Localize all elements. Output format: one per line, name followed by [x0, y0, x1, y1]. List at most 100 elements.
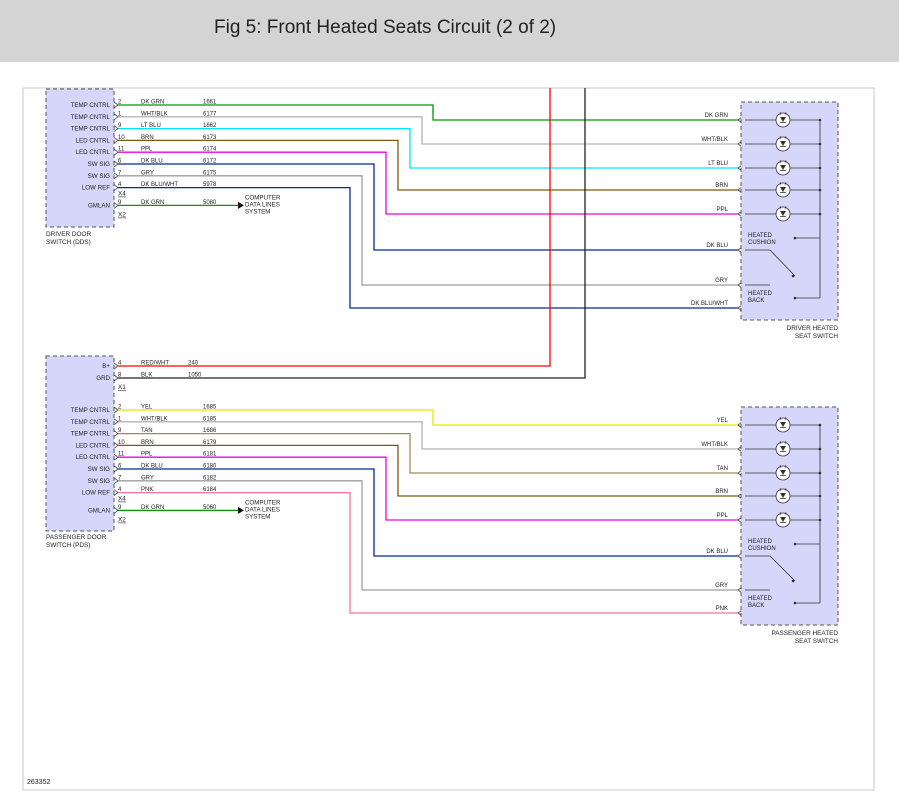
passenger-pin-label: LED CNTRL [76, 442, 111, 449]
passenger-gmlan-pin: 9 [118, 505, 122, 511]
passenger-dest-wire-color: PPL [717, 513, 729, 519]
driver-cushion-label: HEATED [748, 233, 773, 239]
led-diode-icon [780, 165, 786, 170]
passenger-pin-label: TEMP CNTRL [71, 407, 111, 414]
driver-pin-number: 4 [118, 182, 122, 188]
passenger-connector-x2: X2 [118, 516, 126, 523]
junction-dot [818, 188, 822, 192]
led-diode-icon [780, 517, 786, 522]
driver-dest-wire-color: DK BLU/WHT [691, 301, 728, 307]
driver-door-switch-name: SWITCH (DDS) [46, 239, 91, 246]
passenger-pin-number: 11 [118, 452, 125, 458]
connector-pin-mark [113, 202, 119, 209]
driver-wire-color: BRN [141, 135, 154, 141]
passenger-door-switch-box [45, 355, 115, 532]
passenger-seat-switch-name: PASSENGER HEATED [771, 630, 838, 637]
led-light-arrows-icon [779, 111, 787, 116]
passenger-wire-wht-blk [118, 421, 738, 450]
passenger-wire-color: TAN [141, 428, 153, 434]
junction-dot [818, 212, 822, 216]
driver-wire-lt-blu [118, 127, 738, 169]
driver-dest-wire-color: LT BLU [708, 161, 728, 167]
driver-dest-wire-color: WHT/BLK [701, 137, 728, 143]
passenger-wire-color: PPL [141, 452, 153, 458]
driver-circuit-number: 6172 [203, 159, 217, 165]
led-light-arrows-icon [779, 159, 787, 164]
passenger-circuit-number: 1686 [203, 428, 217, 434]
driver-dest-wire-color: GRY [715, 278, 728, 284]
passenger-pin-label: SW SIG [88, 466, 111, 473]
driver-pin-label: TEMP CNTRL [71, 102, 111, 109]
driver-pin-label: TEMP CNTRL [71, 114, 111, 121]
passenger-door-switch-name: SWITCH (PDS) [46, 542, 90, 549]
driver-pin-number: 10 [118, 135, 125, 141]
led-diode-icon [780, 446, 786, 451]
passenger-wire-color: WHT/BLK [141, 416, 168, 422]
led-diode-icon [780, 211, 786, 216]
connector-pin-mark [113, 125, 119, 132]
passenger-back-label: BACK [748, 603, 764, 609]
diagram-frame [22, 87, 875, 791]
driver-gmlan-circuit: 5080 [203, 200, 217, 206]
driver-pin-number: 11 [118, 147, 125, 153]
driver-circuit-number: 6177 [203, 111, 217, 117]
passenger-pin-label: TEMP CNTRL [71, 419, 111, 426]
driver-wire-color: PPL [141, 147, 153, 153]
switch-lever-icon [769, 249, 796, 277]
driver-gmlan-pin: 9 [118, 200, 122, 206]
passenger-circuit-number: 6180 [203, 464, 217, 470]
battery-label: B+ [102, 363, 110, 370]
passenger-wire-pnk [118, 491, 738, 614]
figure-title: Fig 5: Front Heated Seats Circuit (2 of … [214, 17, 557, 38]
driver-gmlan-dest: DATA LINES [245, 201, 280, 208]
passenger-pin-number: 9 [118, 428, 122, 434]
driver-seat-switch-name: DRIVER HEATED [787, 325, 839, 332]
driver-connector-x4: X4 [118, 190, 126, 197]
passenger-pin-number: 1 [118, 416, 122, 422]
driver-cushion-label: CUSHION [748, 240, 776, 246]
passenger-gmlan-dest: DATA LINES [245, 506, 280, 513]
passenger-dest-wire-color: YEL [717, 418, 729, 424]
connector-pin-mark [113, 477, 119, 485]
ground-wire [118, 88, 586, 379]
passenger-dest-wire-color: WHT/BLK [701, 442, 728, 448]
power-wire-color: RED/WHT [141, 361, 169, 367]
ground-label: GRD [96, 375, 110, 382]
connector-pin-mark [113, 453, 119, 461]
junction-dot [818, 518, 822, 522]
driver-pin-number: 7 [118, 170, 122, 176]
passenger-dest-wire-color: DK BLU [706, 549, 728, 555]
connector-pin-mark [113, 172, 119, 180]
passenger-gmlan-circuit: 5060 [203, 505, 217, 511]
driver-wire-dk-blu [118, 163, 738, 251]
connector-pin-mark [113, 137, 119, 144]
driver-circuit-number: 6175 [203, 170, 217, 176]
passenger-wire-gry [118, 480, 738, 591]
led-diode-icon [780, 422, 786, 427]
led-diode-icon [780, 470, 786, 475]
led-diode-icon [780, 117, 786, 122]
driver-back-label: BACK [748, 298, 764, 304]
passenger-pin-number: 10 [118, 440, 125, 446]
contact-dot [793, 296, 797, 300]
passenger-wire-dk-blu [118, 468, 738, 557]
driver-circuit-number: 1662 [203, 123, 217, 129]
passenger-pin-number: 2 [118, 405, 122, 411]
passenger-wire-brn [118, 444, 738, 497]
contact-dot [793, 542, 797, 546]
passenger-wire-color: BRN [141, 440, 154, 446]
connector-pin-mark [113, 418, 119, 426]
power-circuit-number: 240 [188, 361, 199, 367]
driver-gmlan-color: DK GRN [141, 200, 164, 206]
passenger-pin-number: 7 [118, 475, 122, 481]
power-circuit-number: 1050 [188, 373, 202, 379]
led-diode-icon [780, 493, 786, 498]
passenger-wire-color: GRY [141, 475, 154, 481]
driver-gmlan-label: GMLAN [88, 202, 110, 209]
driver-dest-wire-color: PPL [717, 207, 729, 213]
passenger-pin-label: LED CNTRL [76, 454, 111, 461]
driver-wire-color: LT BLU [141, 123, 161, 129]
driver-gmlan-dest: COMPUTER [245, 194, 281, 201]
